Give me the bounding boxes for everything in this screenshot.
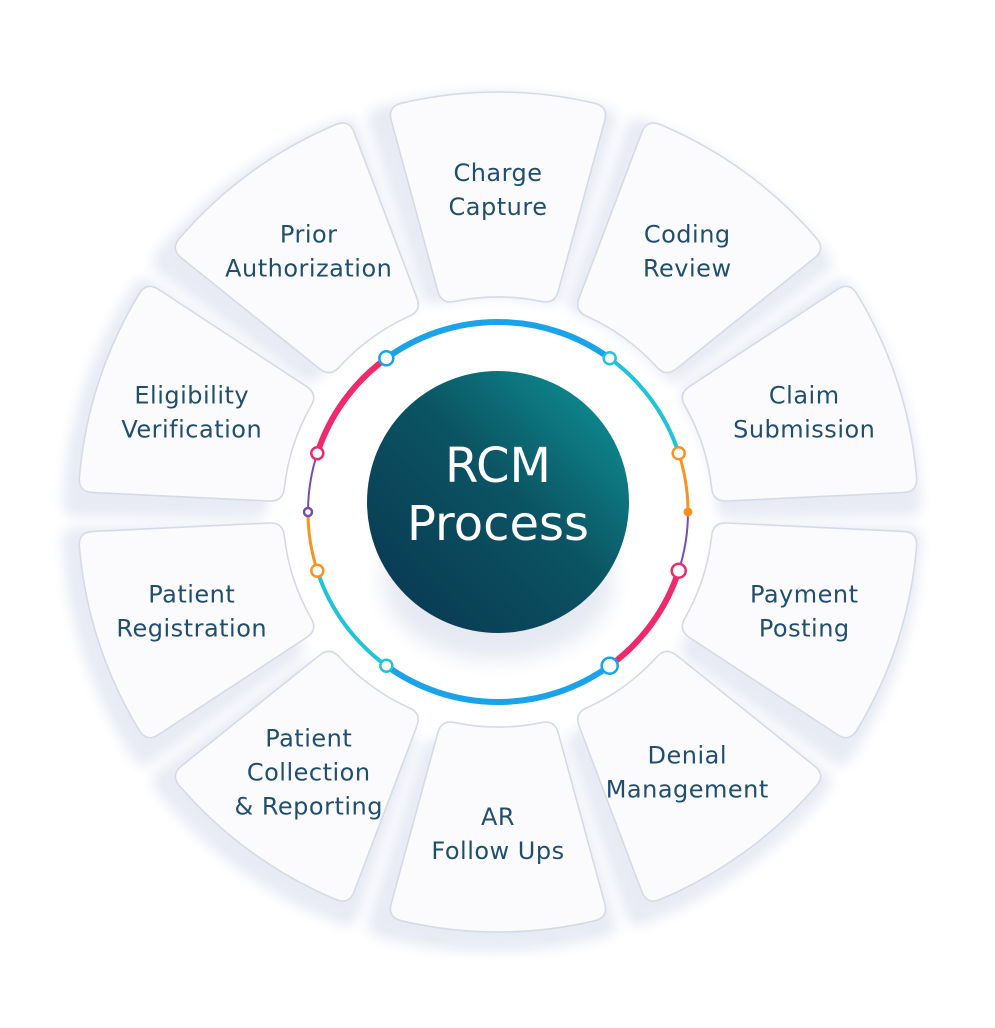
ring-arc-left-orange xyxy=(306,511,319,572)
segment-label-coding-review-line-1: Coding xyxy=(644,220,731,248)
segment-card-denial-management[interactable] xyxy=(576,650,822,902)
center-circle xyxy=(367,371,629,633)
ring-arc-lower-right-pink xyxy=(607,569,682,669)
segment-label-patient-registration-line-1: Patient xyxy=(148,581,235,609)
segment-ar-follow-ups[interactable]: AR Follow Ups xyxy=(389,721,607,933)
ring-node-4 xyxy=(670,562,687,579)
ring-node-8 xyxy=(302,506,314,518)
ring-node-3 xyxy=(671,446,686,461)
progress-ring xyxy=(302,319,693,705)
segment-card-patient-registration[interactable] xyxy=(78,522,315,739)
ring-node-solid xyxy=(683,507,693,517)
segment-label-prior-authorization-line-1: Prior xyxy=(280,220,338,248)
segment-label-denial-management-line-2: Management xyxy=(606,776,769,804)
segment-card-ar-follow-ups[interactable] xyxy=(389,721,607,933)
ring-arc-upper-left-pink xyxy=(314,355,389,455)
ring-node-7 xyxy=(310,563,325,578)
ring-node-2 xyxy=(602,351,617,366)
ring-arc-right-orange xyxy=(677,452,690,513)
segment-label-payment-posting-line-2: Posting xyxy=(759,615,850,643)
segment-card-charge-capture[interactable] xyxy=(389,91,607,303)
segment-label-ar-follow-ups-line-1: AR xyxy=(481,803,515,831)
segment-label-claim-submission-line-2: Submission xyxy=(733,415,875,443)
center-label-line-1: RCM xyxy=(445,438,551,494)
segment-label-prior-authorization-line-2: Authorization xyxy=(225,254,392,282)
ring-node-6 xyxy=(379,658,394,673)
ring-arc-upper-right-cyan xyxy=(608,356,681,454)
segment-card-eligibility-verification[interactable] xyxy=(78,285,315,502)
ring-node-1 xyxy=(378,350,395,367)
segment-card-coding-review[interactable] xyxy=(576,122,822,374)
segment-label-denial-management-line-1: Denial xyxy=(648,742,728,770)
ring-arc-left-purple xyxy=(307,452,319,513)
segment-card-payment-posting[interactable] xyxy=(681,522,918,739)
ring-arc-lower-left-cyan xyxy=(315,570,388,668)
segment-label-patient-registration-line-2: Registration xyxy=(116,615,267,643)
segment-label-ar-follow-ups-line-2: Follow Ups xyxy=(431,837,564,865)
ring-arc-top-blue xyxy=(384,319,612,361)
center-hub: RCM Process xyxy=(367,371,629,660)
segment-label-charge-capture-line-2: Capture xyxy=(449,193,548,221)
segment-label-patient-collection-reporting-line-1: Patient xyxy=(265,725,352,753)
segment-label-coding-review-line-2: Review xyxy=(643,254,732,282)
segment-label-payment-posting-line-1: Payment xyxy=(750,581,859,609)
segment-card-patient-collection-reporting[interactable] xyxy=(174,650,420,902)
segment-card-prior-authorization[interactable] xyxy=(174,122,420,374)
segment-cards: ChargeCaptureCodingReviewClaimSubmission… xyxy=(78,91,918,933)
segment-label-claim-submission-line-1: Claim xyxy=(769,381,840,409)
ring-node-5 xyxy=(600,656,619,675)
ring-arc-right-purple xyxy=(677,511,689,572)
segment-label-charge-capture-line-1: Charge xyxy=(453,159,542,187)
ring-node-9 xyxy=(310,446,325,461)
segment-label-eligibility-verification-line-2: Verification xyxy=(121,415,262,443)
segment-label-eligibility-verification-line-1: Eligibility xyxy=(134,381,249,409)
segment-label-patient-collection-reporting-line-2: Collection xyxy=(247,759,371,787)
segment-card-claim-submission[interactable] xyxy=(681,285,918,502)
ring-arc-bottom-blue xyxy=(384,663,612,705)
center-label-line-2: Process xyxy=(407,496,589,552)
segment-label-patient-collection-reporting-line-3: & Reporting xyxy=(234,793,383,821)
